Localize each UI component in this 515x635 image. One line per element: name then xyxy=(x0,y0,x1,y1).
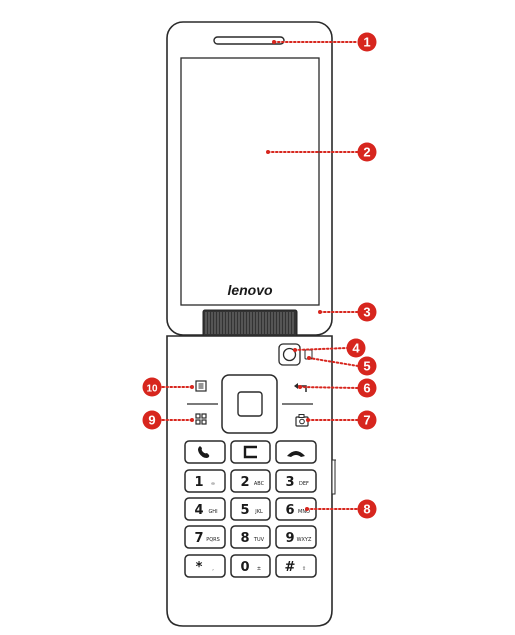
key-3-2[interactable]: 8 TUV xyxy=(230,525,271,549)
callout-badge xyxy=(357,142,377,162)
callout-badge xyxy=(357,356,377,376)
key-digit: 5 xyxy=(240,503,249,518)
key-letters: , xyxy=(212,566,214,572)
callout-anchor xyxy=(293,348,297,352)
callout-9: 9 xyxy=(142,410,194,430)
key-letters: PQRS xyxy=(206,537,220,543)
key-4-1[interactable]: *, xyxy=(184,554,226,578)
callout-badge xyxy=(142,377,162,397)
key-digit: 1 xyxy=(194,475,203,490)
key-4-3[interactable]: #⇧ xyxy=(275,554,317,578)
callout-number: 2 xyxy=(363,145,370,160)
callout-3: 3 xyxy=(318,302,377,322)
key-letters: TUV xyxy=(253,537,265,543)
key-2-2[interactable]: 5 JKL xyxy=(230,497,271,521)
callout-anchor xyxy=(298,385,302,389)
callout-1: 1 xyxy=(272,32,377,52)
key-digit: 3 xyxy=(285,475,294,490)
key-letters: ∞ xyxy=(211,481,215,487)
callout-2: 2 xyxy=(266,142,377,162)
callout-anchor xyxy=(306,418,310,422)
callout-number: 10 xyxy=(146,384,158,395)
key-letters: MNO xyxy=(298,509,310,515)
end-call-icon xyxy=(287,451,305,457)
callout-5: 5 xyxy=(307,356,377,376)
key-2-1[interactable]: 4 GHI xyxy=(184,497,226,521)
callout-badge xyxy=(346,338,366,358)
key-digit: 7 xyxy=(194,531,203,546)
grid-icon[interactable] xyxy=(195,413,207,425)
callout-badge xyxy=(357,499,377,519)
callout-badge xyxy=(357,410,377,430)
clear-button[interactable] xyxy=(230,440,271,464)
key-letters: GHI xyxy=(208,509,217,515)
key-letters: JKL xyxy=(254,509,263,515)
key-digit: # xyxy=(285,560,296,575)
key-letters: ± xyxy=(257,566,261,572)
key-1-2[interactable]: 2 ABC xyxy=(230,469,271,493)
callout-number: 4 xyxy=(352,341,360,356)
key-digit: 4 xyxy=(194,503,203,518)
hinge xyxy=(202,309,298,337)
key-letters: ⇧ xyxy=(302,566,306,572)
callout-anchor xyxy=(307,356,311,360)
callout-anchor xyxy=(190,385,194,389)
callout-anchor xyxy=(318,310,322,314)
callout-badge xyxy=(142,410,162,430)
callout-badge xyxy=(357,32,377,52)
callout-number: 3 xyxy=(363,305,370,320)
callout-leader xyxy=(294,347,348,351)
callout-anchor xyxy=(272,40,276,44)
callout-number: 6 xyxy=(363,381,370,396)
upper-housing xyxy=(166,21,333,336)
clear-icon xyxy=(243,445,257,459)
callout-4: 4 xyxy=(293,338,366,358)
key-letters: ABC xyxy=(254,481,265,487)
end-call-button[interactable] xyxy=(275,440,317,464)
callout-anchor xyxy=(266,150,270,154)
front-camera-icon xyxy=(278,343,301,366)
callout-number: 1 xyxy=(363,35,370,50)
call-button[interactable] xyxy=(184,440,226,464)
key-digit: 6 xyxy=(285,503,294,518)
callout-7: 7 xyxy=(306,410,377,430)
callout-badge xyxy=(357,378,377,398)
ok-button[interactable] xyxy=(237,391,263,417)
callout-number: 9 xyxy=(148,413,155,428)
key-digit: 2 xyxy=(240,475,249,490)
key-1-1[interactable]: 1∞ xyxy=(184,469,226,493)
list-icon[interactable] xyxy=(195,380,207,392)
key-4-2[interactable]: 0± xyxy=(230,554,271,578)
key-digit: 8 xyxy=(240,531,249,546)
key-1-3[interactable]: 3 DEF xyxy=(275,469,317,493)
key-digit: 0 xyxy=(240,560,249,575)
key-digit: 9 xyxy=(285,531,294,546)
dpad[interactable] xyxy=(221,374,278,434)
callout-number: 7 xyxy=(363,413,370,428)
earpiece xyxy=(213,36,285,45)
key-letters: WXYZ xyxy=(297,537,312,543)
callout-anchor xyxy=(305,507,309,511)
callout-badge xyxy=(357,302,377,322)
callout-anchor xyxy=(190,418,194,422)
callout-8: 8 xyxy=(305,499,377,519)
brand-logo: lenovo xyxy=(227,282,273,298)
key-letters: DEF xyxy=(299,481,309,487)
callout-6: 6 xyxy=(298,378,377,398)
callout-number: 5 xyxy=(363,359,370,374)
callout-10: 10 xyxy=(142,377,194,397)
key-digit: * xyxy=(196,560,203,575)
callout-leader xyxy=(308,357,359,367)
callout-number: 8 xyxy=(363,502,370,517)
phone-icon xyxy=(198,446,210,458)
callout-leader xyxy=(299,386,359,389)
